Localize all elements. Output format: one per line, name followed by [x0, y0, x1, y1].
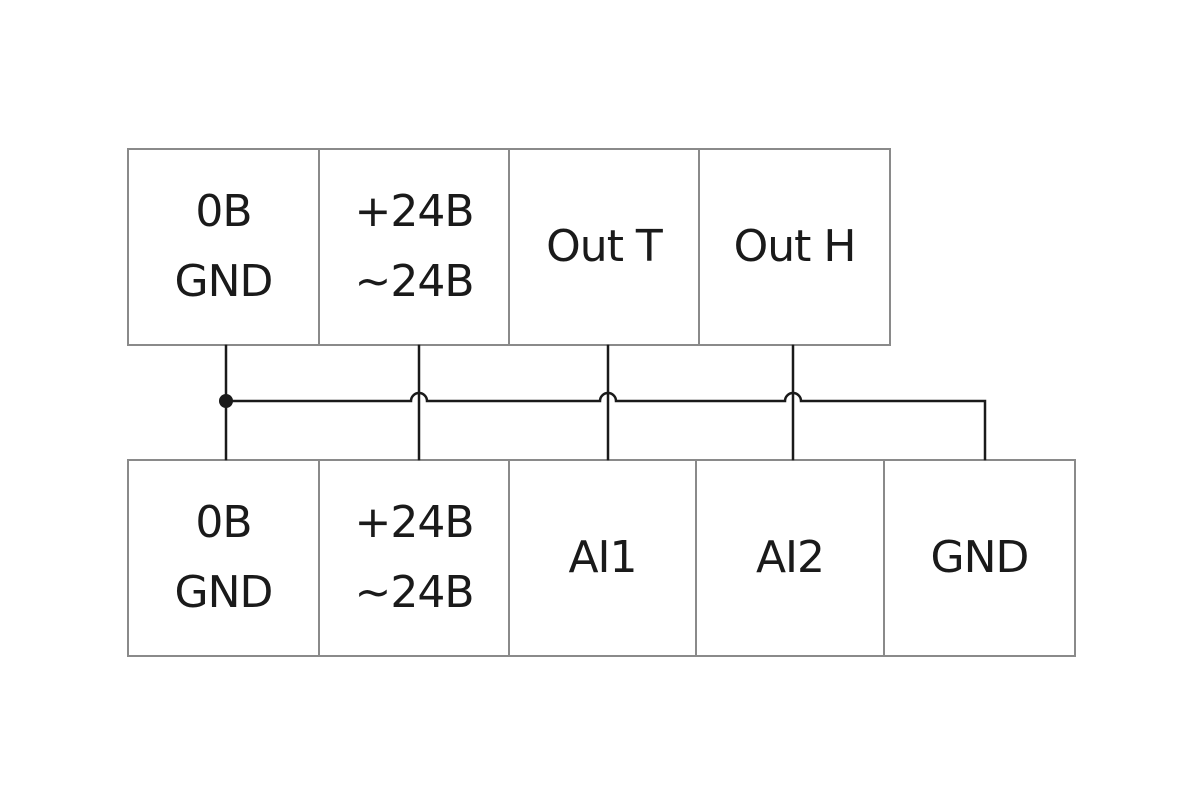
terminal-label: Out T: [546, 221, 663, 272]
terminal-label: ~24B: [354, 256, 474, 307]
top-terminal-out-t: Out T: [510, 150, 700, 344]
top-terminal-out-h: Out H: [700, 150, 889, 344]
bottom-terminal-gnd: GND: [885, 461, 1074, 655]
top-terminal-24v: +24B ~24B: [320, 150, 510, 344]
bottom-terminal-ai2: AI2: [697, 461, 885, 655]
terminal-label: +24B: [354, 497, 474, 548]
ground-bus-wire: [224, 391, 987, 461]
terminal-label: 0B: [195, 497, 252, 548]
controller-terminal-block: 0B GND +24B ~24B AI1 AI2 GND: [127, 459, 1076, 657]
terminal-label: Out H: [733, 221, 857, 272]
terminal-label: 0B: [195, 186, 252, 237]
top-terminal-0v-gnd: 0B GND: [129, 150, 320, 344]
terminal-label: GND: [930, 532, 1030, 583]
junction-dot: [219, 394, 233, 408]
terminal-label: GND: [174, 567, 274, 618]
sensor-terminal-block: 0B GND +24B ~24B Out T Out H: [127, 148, 891, 346]
bottom-terminal-0v-gnd: 0B GND: [129, 461, 320, 655]
terminal-label: ~24B: [354, 567, 474, 618]
terminal-label: GND: [174, 256, 274, 307]
terminal-label: AI1: [568, 532, 637, 583]
terminal-label: AI2: [755, 532, 825, 583]
terminal-label: +24B: [354, 186, 474, 237]
bottom-terminal-ai1: AI1: [510, 461, 697, 655]
bottom-terminal-24v: +24B ~24B: [320, 461, 510, 655]
